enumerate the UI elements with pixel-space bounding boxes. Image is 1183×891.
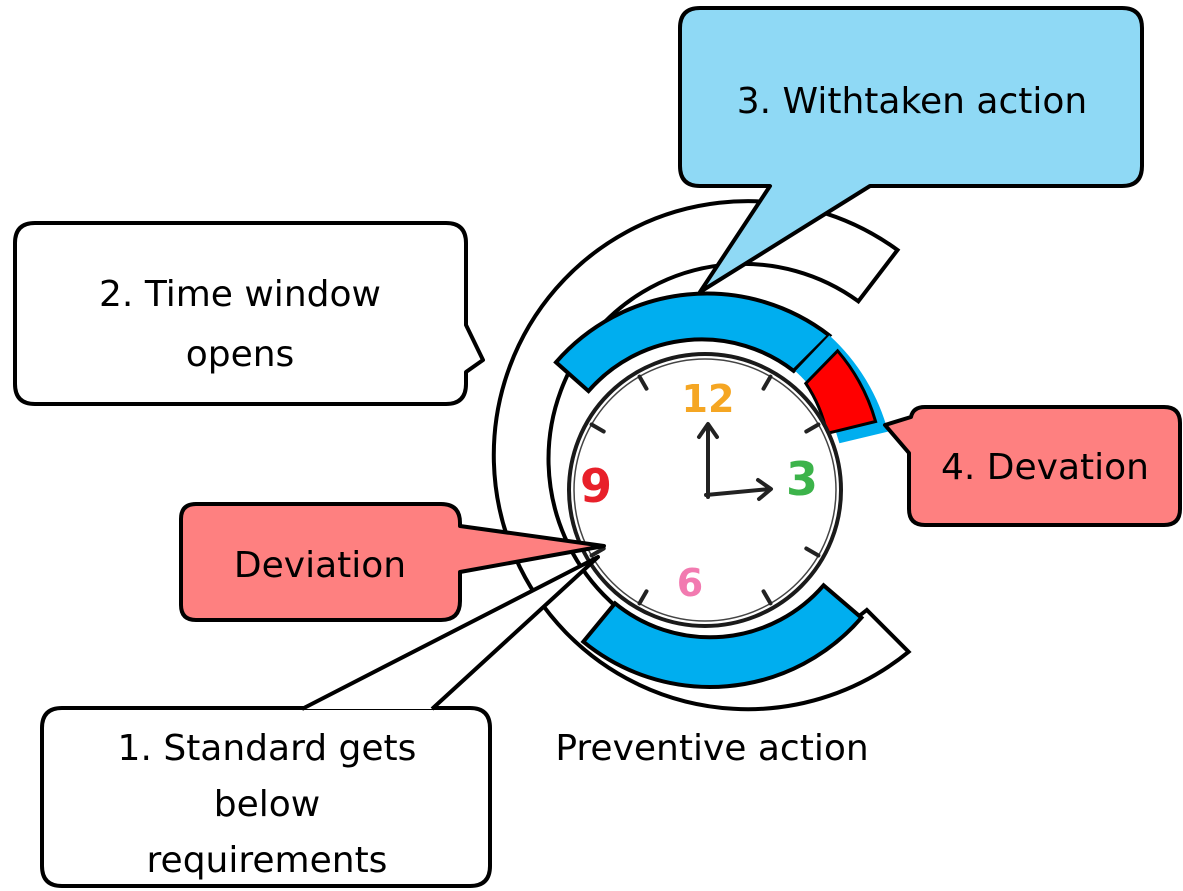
clock-tick bbox=[804, 422, 821, 434]
callout-time-window-line-2: opens bbox=[186, 334, 295, 375]
clock-tick bbox=[761, 589, 773, 606]
callout-standard bbox=[40, 706, 492, 888]
callout-withtaken-action-label: 3. Withtaken action bbox=[737, 81, 1088, 122]
callout-time-window-line-1: 2. Time window bbox=[99, 274, 381, 315]
callout-deviation-label: Deviation bbox=[234, 545, 406, 586]
clock-tick bbox=[804, 546, 821, 558]
callout-devation-label: 4. Devation bbox=[941, 447, 1149, 488]
callout-standard-pointer bbox=[301, 555, 600, 711]
clock-tick bbox=[637, 374, 649, 391]
callout-time-window bbox=[13, 221, 485, 406]
callout-deviation bbox=[179, 502, 606, 622]
deviation-segment-red bbox=[803, 348, 878, 436]
callout-standard-line-1: 1. Standard gets bbox=[118, 728, 417, 769]
clock-icon: 12 3 9 6 bbox=[567, 352, 843, 628]
clock-number-6: 6 bbox=[677, 561, 703, 605]
blue-arc-bottom bbox=[580, 582, 865, 689]
callout-withtaken-action bbox=[678, 6, 1144, 294]
clock-tick bbox=[589, 546, 606, 558]
callout-standard-line-2: below bbox=[214, 784, 320, 825]
callout-standard-line-3: requirements bbox=[147, 840, 388, 881]
clock-tick bbox=[761, 374, 773, 391]
clock-number-12: 12 bbox=[682, 377, 735, 421]
clock-minute-hand bbox=[704, 487, 772, 497]
callout-devation bbox=[883, 405, 1182, 527]
blue-arc-top bbox=[553, 291, 833, 394]
clock-number-9: 9 bbox=[580, 459, 612, 513]
preventive-action-label: Preventive action bbox=[555, 728, 868, 769]
clock-tick bbox=[637, 589, 649, 606]
clock-tick bbox=[589, 422, 606, 434]
clock-number-3: 3 bbox=[786, 452, 818, 506]
